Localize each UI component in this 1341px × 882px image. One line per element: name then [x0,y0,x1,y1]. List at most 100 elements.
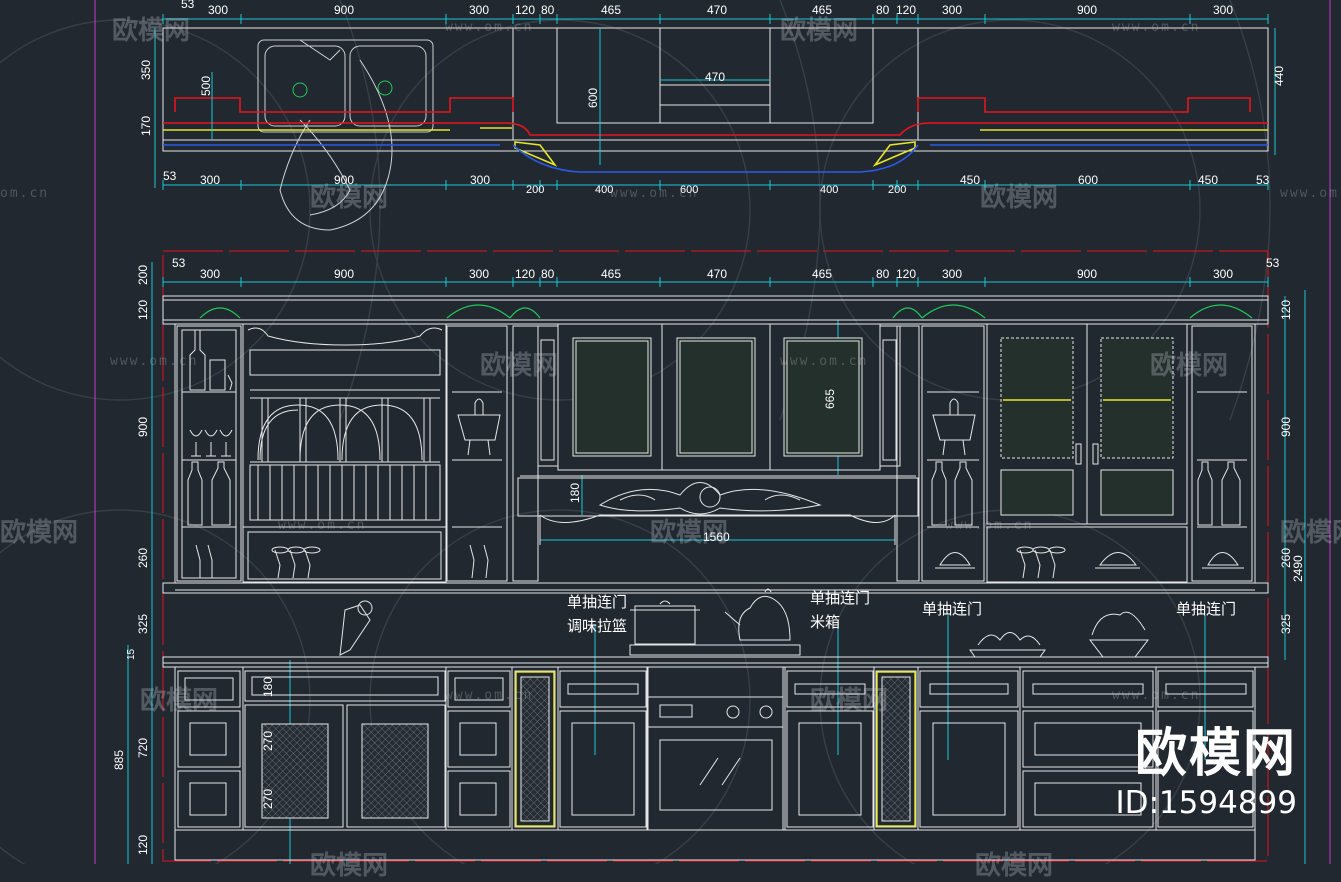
dim-elev-left-885: 885 [112,750,126,770]
watermark-tile: 欧模网 [1280,518,1341,548]
dim-elev-left-720: 720 [136,738,150,758]
frame-lines [94,0,1331,864]
watermark-brand: 欧模网 [1134,724,1297,784]
watermark-tile: 欧模网 [1150,351,1229,381]
dim-plan-top-7: 470 [707,3,727,17]
dim-plan-top-1: 300 [208,3,228,17]
dim-elev-right-325: 325 [1279,614,1293,634]
dim-elev-left-325: 325 [136,614,150,634]
dim-elev-top-12: 900 [1077,267,1097,281]
dim-hood-180: 180 [568,483,582,503]
dim-plan-bottom-11: 450 [1198,173,1218,187]
dim-plan-bottom-1: 300 [200,173,220,187]
dim-plan-top-3: 300 [469,3,489,17]
cad-drawing: 53 300 900 300 120 80 465 470 465 80 120… [0,0,1331,864]
elevation-dimension-labels: 53 53 300 900 300 120 80 465 470 465 80 … [112,256,1305,855]
dim-plan-bottom-5: 400 [595,184,613,196]
note-line: 单抽连门 [810,589,871,607]
dim-plan-top-5: 80 [541,3,555,17]
dim-panel-665: 665 [823,389,837,409]
watermark-url: www.om.cn [1112,688,1201,703]
dim-plan-edge-left: 53 [181,0,195,11]
dim-elev-top-13: 300 [1213,267,1233,281]
plan-dimension-labels: 53 300 900 300 120 80 465 470 465 80 120… [139,0,1286,196]
wine-glass [189,429,203,457]
dim-plan-bottom-8: 200 [888,184,906,196]
watermark-tile: 欧模网 [480,351,559,381]
watermark-tile: 欧模网 [810,686,889,716]
dim-drawer-180: 180 [261,677,275,697]
dim-plan-bottom-6: 600 [680,184,698,196]
dim-plan-top-4: 120 [515,3,535,17]
dim-elev-top-6: 465 [601,267,621,281]
dim-door-270b: 270 [261,789,275,809]
dim-elev-left-900: 900 [136,417,150,437]
dim-elev-top-7: 470 [707,267,727,281]
dim-plan-left-2: 170 [139,116,153,136]
note-seasoning-basket: 单抽连门 调味拉篮 [567,590,627,638]
watermark-url: www.om.cn [278,518,367,533]
dim-elev-top-2: 900 [334,267,354,281]
watermark-url: www.om.cn [445,20,534,35]
dim-plan-bottom-7: 400 [820,184,838,196]
watermark-id: ID:1594899 [1115,785,1297,821]
watermark-tile: 欧模网 [780,16,859,46]
dim-elev-top-1: 300 [200,267,220,281]
dim-elev-edge-left: 53 [172,256,186,270]
dim-plan-470: 470 [705,70,725,84]
dim-plan-top-8: 465 [812,3,832,17]
wine-glass [219,429,233,457]
dim-plan-left-3: 53 [163,169,177,183]
watermark-url: www.om.cn [780,354,869,369]
dim-elev-left-120b: 120 [136,835,150,855]
dim-plan-top-13: 300 [1213,3,1233,17]
dim-plan-right: 440 [1272,66,1286,86]
dim-plan-600: 600 [586,88,600,108]
dim-plan-left-1: 350 [139,60,153,80]
dim-elev-right-120: 120 [1279,300,1293,320]
dim-elev-left-200: 200 [136,265,150,285]
dim-elev-top-11: 300 [942,267,962,281]
note-drawer-door-3: 单抽连门 [922,600,983,618]
dim-plan-bottom-10: 600 [1078,173,1098,187]
dim-elev-left-120: 120 [136,300,150,320]
dim-elev-edge-right: 53 [1266,256,1280,270]
dim-door-270a: 270 [261,731,275,751]
watermark-tile: 欧模网 [0,518,79,548]
watermark-tile: 欧模网 [310,183,389,213]
watermark-url: om.cn [0,186,50,201]
watermark-url: www.om.cn [110,354,199,369]
dim-elev-left-260: 260 [136,548,150,568]
note-line: 调味拉篮 [567,617,628,635]
elevation-view [127,250,1306,864]
wine-glass [204,429,218,457]
watermark-tile: 欧模网 [980,183,1059,213]
dim-elev-top-9: 80 [876,267,890,281]
dim-hood-width: 1560 [703,530,730,544]
dim-plan-top-10: 120 [896,3,916,17]
note-line: 单抽连门 [567,593,628,611]
dim-plan-bottom-12: 53 [1256,173,1270,187]
dim-elev-top-8: 465 [812,267,832,281]
dim-plan-top-2: 900 [334,3,354,17]
dim-elev-left-15: 15 [126,648,137,660]
dim-plan-bottom-2: 900 [334,173,354,187]
dim-elev-right-260: 260 [1279,548,1293,568]
note-drawer-door-4: 单抽连门 [1176,600,1237,618]
dim-plan-top-9: 80 [876,3,890,17]
watermark-url: www.om.cn [1112,20,1201,35]
watermark-url: www.om.cn [1280,186,1341,201]
watermark-url: www.om.cn [610,186,699,201]
dim-plan-500: 500 [199,76,213,96]
dim-elev-top-5: 80 [541,267,555,281]
watermark-tile: 欧模网 [650,518,729,548]
watermark-tile: 欧模网 [140,686,219,716]
dim-plan-top-11: 300 [942,3,962,17]
note-line: 米箱 [810,613,841,631]
watermark-tile: 欧模网 [112,16,191,46]
dim-plan-bottom-3: 300 [470,173,490,187]
dim-plan-bottom-4: 200 [526,184,544,196]
watermark-url: www.om.cn [445,688,534,703]
dim-elev-top-4: 120 [515,267,535,281]
dim-elev-top-10: 120 [896,267,916,281]
